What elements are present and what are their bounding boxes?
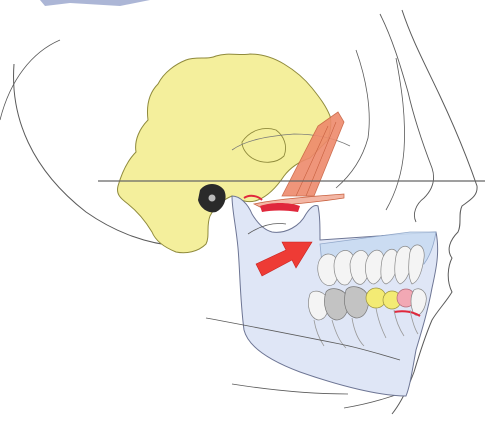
hyoid-line	[232, 384, 348, 394]
top-edge-fragment	[0, 0, 150, 6]
bone-profile	[380, 14, 434, 222]
nasal-line	[386, 58, 405, 210]
skull-outline-upper	[0, 40, 60, 120]
